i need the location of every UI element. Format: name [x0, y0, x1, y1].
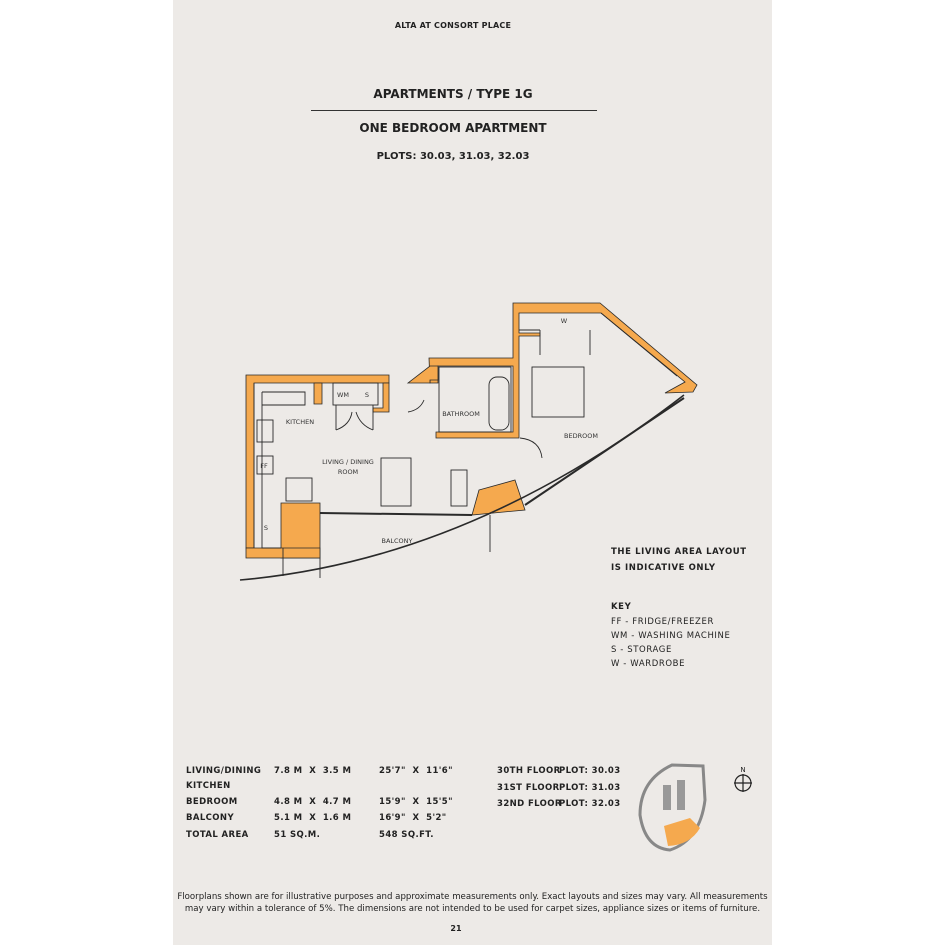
floor-plot: PLOT: 30.03	[559, 766, 621, 776]
dim-room: TOTAL AREA	[186, 830, 249, 840]
layout-note-line-2: IS INDICATIVE ONLY	[611, 563, 716, 573]
layout-note-line-1: THE LIVING AREA LAYOUT	[611, 547, 747, 557]
disclaimer: Floorplans shown are for illustrative pu…	[173, 891, 772, 915]
dim-room: KITCHEN	[186, 781, 231, 791]
disclaimer-line-1: Floorplans shown are for illustrative pu…	[177, 892, 768, 902]
dim-room: BEDROOM	[186, 797, 238, 807]
dim-metric: 51 SQ.M.	[274, 830, 321, 840]
floor-label: 32ND FLOOR	[497, 799, 562, 809]
walls	[245, 302, 698, 559]
title-divider	[311, 110, 597, 111]
label-ff: FF	[260, 462, 268, 470]
floor-plot: PLOT: 32.03	[559, 799, 621, 809]
apartment-type: ONE BEDROOM APARTMENT	[359, 121, 547, 135]
dim-imperial: 25'7" X 11'6"	[379, 766, 453, 776]
dim-metric: 4.8 M X 4.7 M	[274, 797, 352, 807]
disclaimer-line-2: may vary within a tolerance of 5%. The d…	[184, 904, 761, 914]
page-number: 21	[450, 924, 462, 933]
key-item: S - STORAGE	[611, 645, 672, 655]
key-item: FF - FRIDGE/FREEZER	[611, 617, 714, 627]
dim-room: LIVING/DINING	[186, 766, 262, 776]
room-label-living-2: ROOM	[338, 468, 358, 476]
label-wm: WM	[337, 391, 349, 399]
key-item: W - WARDROBE	[611, 659, 686, 669]
label-storage: S	[365, 391, 369, 399]
plots-list: PLOTS: 30.03, 31.03, 32.03	[376, 151, 530, 162]
floor-plot: PLOT: 31.03	[559, 783, 621, 793]
room-label-balcony: BALCONY	[381, 537, 412, 545]
label-wardrobe: W	[561, 317, 568, 325]
room-label-living: LIVING / DINING	[322, 458, 374, 466]
key-item: WM - WASHING MACHINE	[611, 631, 731, 641]
room-label-bedroom: BEDROOM	[564, 432, 598, 440]
dim-imperial: 15'9" X 15'5"	[379, 797, 453, 807]
dim-imperial: 548 SQ.FT.	[379, 830, 434, 840]
room-label-kitchen: KITCHEN	[286, 418, 314, 426]
key-title: KEY	[611, 602, 632, 612]
floor-label: 30TH FLOOR	[497, 766, 561, 776]
dim-metric: 7.8 M X 3.5 M	[274, 766, 352, 776]
dim-imperial: 16'9" X 5'2"	[379, 813, 447, 823]
page-header: ALTA AT CONSORT PLACE	[394, 21, 512, 30]
room-labels: KITCHEN LIVING / DINING ROOM BATHROOM BE…	[260, 317, 598, 545]
dim-metric: 5.1 M X 1.6 M	[274, 813, 352, 823]
compass-north-label: N	[740, 766, 745, 774]
compass-icon	[734, 774, 752, 792]
location-key-plan	[638, 763, 707, 852]
label-storage-2: S	[264, 524, 268, 532]
plan-lines	[239, 312, 685, 581]
dim-room: BALCONY	[186, 813, 235, 823]
room-label-bathroom: BATHROOM	[442, 410, 480, 418]
page-title: APARTMENTS / TYPE 1G	[373, 87, 533, 101]
floor-label: 31ST FLOOR	[497, 783, 560, 793]
